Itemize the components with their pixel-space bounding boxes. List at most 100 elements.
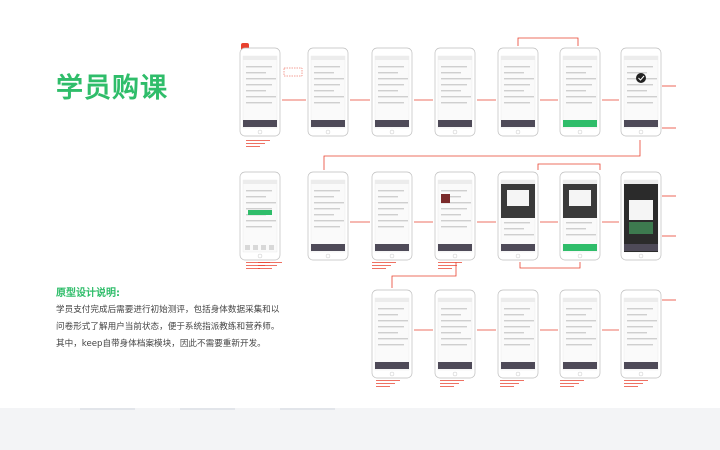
bottom-action-bar xyxy=(438,120,472,127)
home-button-icon xyxy=(577,129,583,135)
text-line xyxy=(314,90,334,92)
text-line xyxy=(504,66,530,68)
text-line xyxy=(504,234,534,236)
status-bar xyxy=(563,56,597,60)
text-line xyxy=(378,338,408,340)
text-line xyxy=(314,202,344,204)
text-line xyxy=(504,78,534,80)
text-line xyxy=(441,84,467,86)
status-bar xyxy=(563,180,597,184)
annotation-note xyxy=(246,143,265,144)
phone-screen xyxy=(437,297,473,371)
text-line xyxy=(378,72,398,74)
text-line xyxy=(504,338,534,340)
text-line xyxy=(441,190,467,192)
annotation-note xyxy=(258,265,277,266)
text-line xyxy=(504,228,524,230)
text-line xyxy=(246,96,276,98)
phone-screen xyxy=(437,55,473,129)
annotation-note xyxy=(376,383,395,384)
phone-wireframe xyxy=(307,171,349,261)
text-line xyxy=(566,72,586,74)
annotation-note xyxy=(500,380,524,381)
home-button-icon xyxy=(452,371,458,377)
text-line xyxy=(246,190,272,192)
text-line xyxy=(504,102,530,104)
bottom-action-bar xyxy=(438,244,472,251)
text-line xyxy=(504,320,534,322)
text-line xyxy=(314,72,334,74)
description-line: 问卷形式了解用户当前状态，便于系统指派教练和营养师。 xyxy=(56,322,280,332)
text-line xyxy=(441,90,461,92)
phone-screen xyxy=(242,179,278,253)
text-line xyxy=(246,90,266,92)
text-line xyxy=(441,226,467,228)
phone-wireframe xyxy=(620,289,662,379)
text-line xyxy=(314,190,340,192)
wireframe-flow-diagram xyxy=(239,37,676,387)
page-title: 学员购课 xyxy=(56,73,168,104)
annotation-note xyxy=(258,262,282,263)
footer-band xyxy=(0,408,720,450)
text-line xyxy=(627,320,657,322)
annotation-box xyxy=(283,67,303,77)
text-line xyxy=(378,332,398,334)
phone-screen xyxy=(310,179,346,253)
text-line xyxy=(627,66,653,68)
check-mark xyxy=(638,75,645,81)
text-line xyxy=(441,208,467,210)
text-line xyxy=(627,314,647,316)
text-line xyxy=(441,314,461,316)
text-line xyxy=(378,96,408,98)
text-line xyxy=(378,190,404,192)
bottom-action-bar xyxy=(624,362,658,369)
tab-bar-icon xyxy=(253,245,258,250)
annotation-note xyxy=(246,140,270,141)
text-line xyxy=(378,196,398,198)
text-line xyxy=(504,90,524,92)
text-line xyxy=(314,226,340,228)
text-line xyxy=(566,78,596,80)
home-button-icon xyxy=(452,253,458,259)
footer-divider xyxy=(280,408,335,410)
text-line xyxy=(314,84,340,86)
annotation-note xyxy=(372,265,391,266)
tab-bar-icon xyxy=(261,245,266,250)
phone-wireframe xyxy=(239,47,281,137)
status-bar xyxy=(563,298,597,302)
green-action-button xyxy=(563,244,597,251)
phone-wireframe xyxy=(620,171,662,261)
text-line xyxy=(441,66,467,68)
tab-bar-icon xyxy=(269,245,274,250)
text-line xyxy=(504,344,530,346)
bottom-action-bar xyxy=(243,120,277,127)
bottom-action-bar xyxy=(501,362,535,369)
status-bar xyxy=(375,56,409,60)
text-line xyxy=(627,72,647,74)
text-line xyxy=(441,72,461,74)
annotation-note xyxy=(560,386,574,387)
phone-wireframe xyxy=(559,47,601,137)
avatar xyxy=(441,194,450,203)
modal-dialog xyxy=(629,200,653,220)
status-bar xyxy=(501,56,535,60)
text-line xyxy=(378,84,404,86)
home-button-icon xyxy=(577,253,583,259)
phone-wireframe xyxy=(559,171,601,261)
footer-divider xyxy=(80,408,135,410)
text-line xyxy=(378,90,398,92)
text-line xyxy=(627,344,653,346)
annotation-note xyxy=(438,265,457,266)
phone-screen xyxy=(374,179,410,253)
text-line xyxy=(314,208,340,210)
text-line xyxy=(246,208,272,210)
text-line xyxy=(314,78,344,80)
text-line xyxy=(566,338,596,340)
text-line xyxy=(378,102,404,104)
bottom-action-bar xyxy=(438,362,472,369)
annotation-note xyxy=(376,380,400,381)
text-line xyxy=(378,344,404,346)
phone-wireframe xyxy=(620,47,662,137)
status-bar xyxy=(311,180,345,184)
home-button-icon xyxy=(638,253,644,259)
